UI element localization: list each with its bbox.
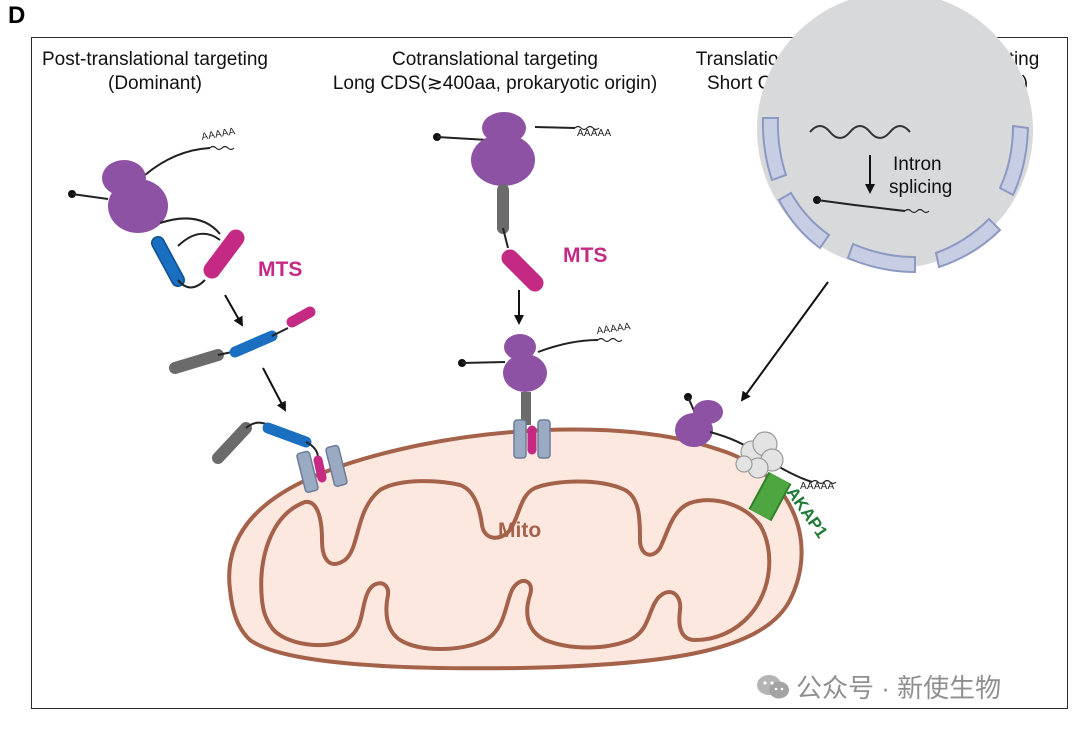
splicing-label: splicing bbox=[889, 177, 952, 198]
poly-a-tail bbox=[597, 337, 623, 343]
cotranslational-pathway: AAAAA MTS AAAAA bbox=[433, 112, 632, 459]
intron-label: Intron bbox=[893, 154, 942, 175]
arrow bbox=[262, 367, 286, 412]
linker bbox=[271, 327, 289, 337]
spliced-mrna bbox=[816, 199, 906, 212]
arrow bbox=[740, 281, 829, 402]
mrna-3prime bbox=[537, 339, 599, 353]
mts-domain bbox=[313, 455, 327, 483]
ribosome bbox=[675, 400, 723, 447]
heading-subtitle: Long CDS(≳400aa, prokaryotic origin) bbox=[332, 73, 658, 94]
mrna-5prime bbox=[436, 136, 489, 141]
mts-domain bbox=[286, 306, 316, 328]
poly-a-tail bbox=[574, 125, 600, 131]
linker bbox=[502, 227, 509, 249]
protein-blue-domain bbox=[262, 422, 312, 448]
poly-a-tail bbox=[811, 479, 837, 485]
mrna-3prime bbox=[534, 126, 576, 129]
heading-cotranslational: Cotranslational targeting Long CDS(≳400a… bbox=[315, 48, 675, 96]
poly-a-label: AAAAA bbox=[800, 481, 834, 492]
akap1-protein-fill bbox=[750, 472, 790, 521]
mts-label: MTS bbox=[563, 244, 607, 267]
panel-letter: D bbox=[8, 2, 26, 29]
mito-label: Mito bbox=[498, 519, 541, 542]
protein-gray-domain bbox=[212, 422, 252, 464]
linker bbox=[177, 279, 206, 289]
post-translational-pathway: AAAAA MTS bbox=[68, 126, 348, 493]
chaperone-loop bbox=[177, 232, 221, 247]
heading-title: Cotranslational targeting bbox=[392, 49, 598, 70]
poly-a-tail bbox=[209, 145, 235, 151]
nascent-chain bbox=[159, 217, 221, 235]
mrna-3prime bbox=[144, 147, 211, 176]
watermark: 公众号 · 新使生物 bbox=[756, 668, 1001, 708]
heading-post-translational: Post-translational targeting (Dominant) bbox=[35, 48, 275, 96]
ribosome bbox=[471, 112, 535, 186]
import-channel bbox=[296, 444, 348, 493]
mrna-5prime bbox=[461, 361, 506, 364]
protein-blue-domain bbox=[229, 330, 278, 358]
heading-title: Post-translational targeting bbox=[41, 49, 268, 70]
poly-a-label: AAAAA bbox=[201, 126, 237, 143]
rna-binding-complex bbox=[735, 431, 784, 479]
figure-frame bbox=[31, 37, 1068, 709]
mitochondrion: Mito bbox=[227, 427, 804, 671]
linker bbox=[245, 421, 267, 429]
heading-subtitle: (Dominant) bbox=[108, 73, 202, 94]
mts-domain bbox=[203, 229, 245, 279]
protein-blue-domain-fill bbox=[152, 237, 184, 286]
mts-domain bbox=[501, 249, 544, 292]
poly-a-tail bbox=[904, 208, 930, 214]
ribosome bbox=[102, 160, 168, 233]
cristae bbox=[259, 479, 772, 651]
nucleus: Intron splicing bbox=[757, 0, 1033, 274]
poly-a-label: AAAAA bbox=[577, 128, 611, 139]
poly-a-label: AAAAA bbox=[596, 321, 632, 337]
arrow bbox=[224, 294, 243, 327]
mrna-5prime bbox=[71, 193, 109, 200]
wechat-icon bbox=[756, 673, 790, 708]
pre-mrna bbox=[809, 125, 911, 139]
mts-label: MTS bbox=[258, 258, 302, 281]
watermark-text: 公众号 · 新使生物 bbox=[796, 673, 1002, 703]
nuclear-envelope bbox=[761, 117, 1030, 274]
import-channel bbox=[513, 419, 551, 459]
ribosome bbox=[503, 334, 547, 392]
protein-gray-domain bbox=[169, 349, 224, 374]
